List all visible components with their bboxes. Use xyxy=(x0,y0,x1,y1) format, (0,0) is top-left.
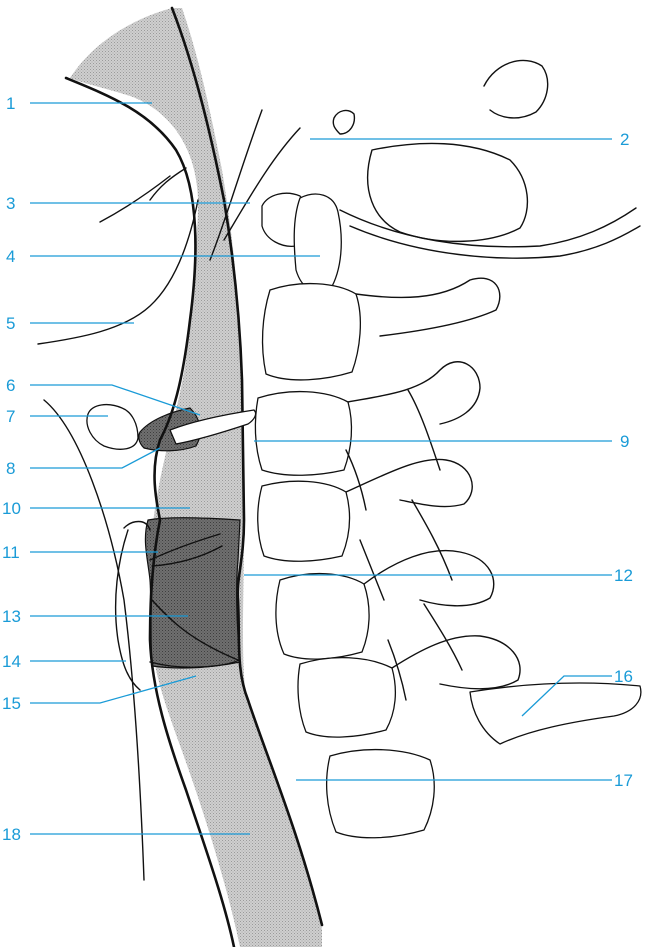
label-15: 15 xyxy=(2,694,21,713)
vertebral-body-c2 xyxy=(263,284,361,380)
label-17: 17 xyxy=(614,771,633,790)
external-occipital xyxy=(333,111,354,134)
label-18: 18 xyxy=(2,825,21,844)
label-16: 16 xyxy=(614,667,633,686)
occipital-bone xyxy=(484,60,548,117)
label-14: 14 xyxy=(2,652,21,671)
label-4: 4 xyxy=(6,247,15,266)
label-7: 7 xyxy=(6,407,15,426)
vertebral-body-c7 xyxy=(327,750,435,838)
posterior-elements-c4 xyxy=(346,459,472,506)
posterior-elements-c2 xyxy=(356,278,500,336)
vertebral-body-c5 xyxy=(276,574,369,659)
label-8: 8 xyxy=(6,459,15,478)
label-1: 1 xyxy=(6,94,15,113)
posterior-elements-c3 xyxy=(348,362,480,424)
vertebral-body-c6 xyxy=(298,658,395,737)
label-2: 2 xyxy=(620,130,629,149)
mastoid-air-cells xyxy=(368,143,528,241)
posterior-elements-c6 xyxy=(392,636,520,689)
hyoid-bone xyxy=(87,405,138,450)
leader-8 xyxy=(30,448,160,468)
label-13: 13 xyxy=(2,607,21,626)
label-12: 12 xyxy=(614,566,633,585)
vertebral-body-c4 xyxy=(258,481,350,561)
soft-palate xyxy=(100,168,186,222)
vertebral-body-c3 xyxy=(255,392,351,476)
neck-skin xyxy=(44,400,144,880)
label-9: 9 xyxy=(620,432,629,451)
airway-shadow xyxy=(70,8,322,947)
spinous-process-c7 xyxy=(470,683,641,744)
axis-c2-dens xyxy=(294,194,341,292)
larynx-shadow xyxy=(145,518,240,668)
facet-column xyxy=(346,390,462,700)
label-5: 5 xyxy=(6,314,15,333)
label-3: 3 xyxy=(6,194,15,213)
skull-base xyxy=(340,208,640,258)
label-6: 6 xyxy=(6,376,15,395)
label-10: 10 xyxy=(2,499,21,518)
thyroid-cartilage xyxy=(116,522,150,691)
label-11: 11 xyxy=(2,543,20,562)
